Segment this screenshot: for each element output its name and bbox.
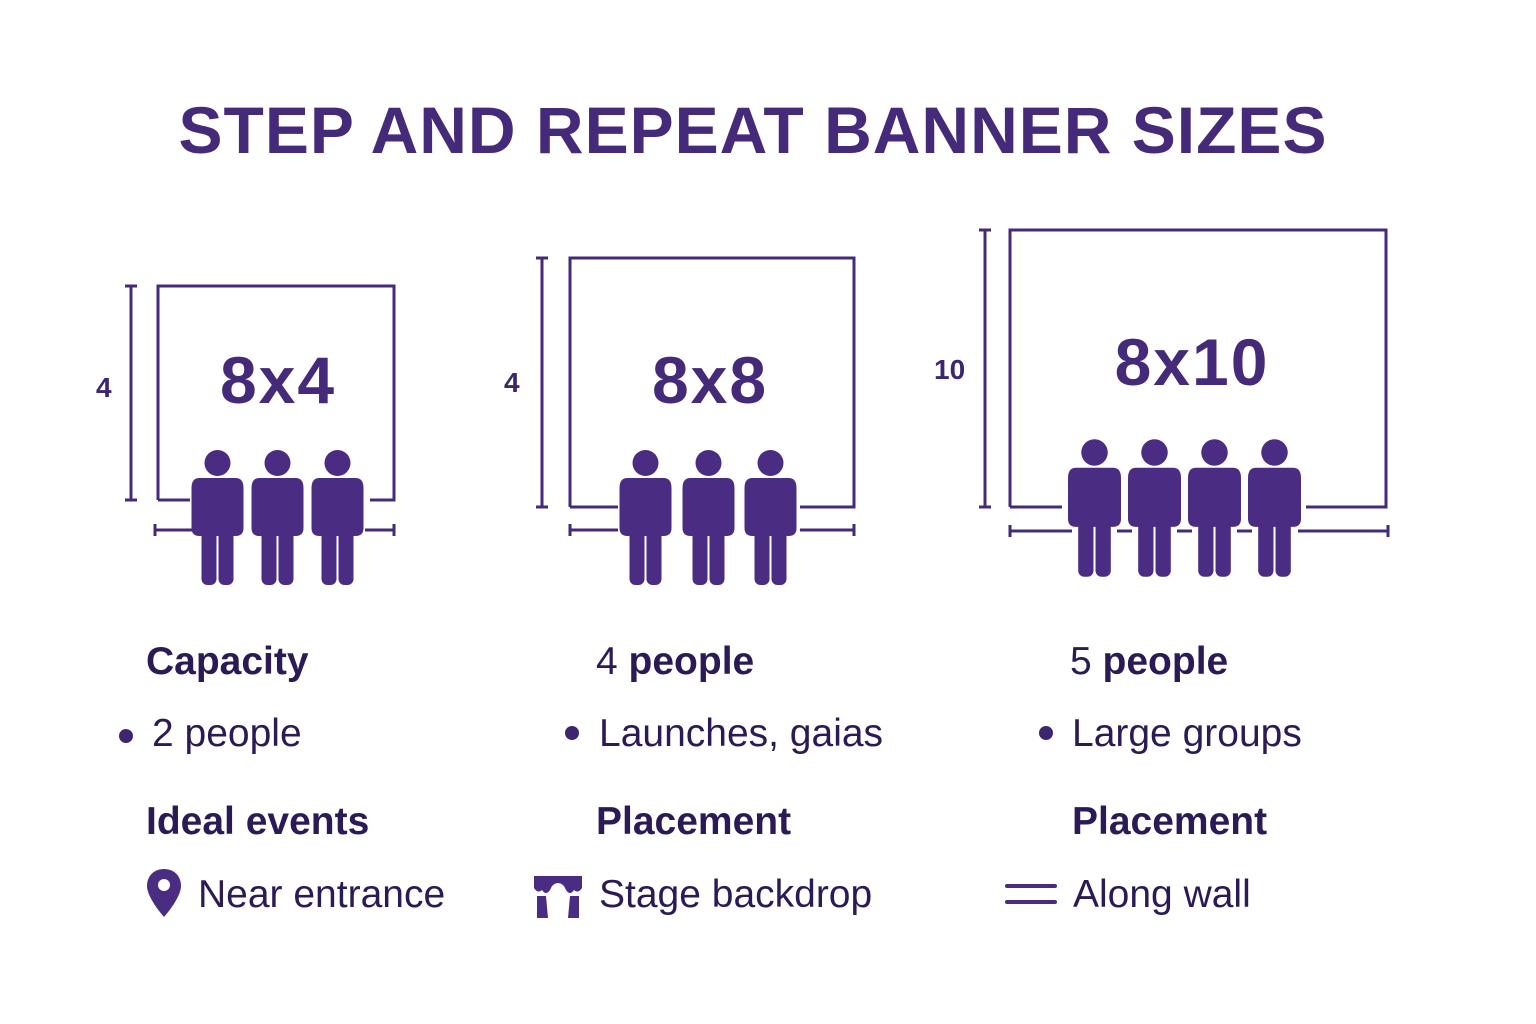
capacity-heading: 4 people: [596, 640, 754, 684]
bullet-text: 2 people: [152, 712, 302, 755]
person-icon: [191, 450, 244, 585]
detail-text: Stage backdrop: [599, 873, 873, 916]
banner-8x8-outline: [536, 256, 856, 536]
detail-text: Along wall: [1073, 873, 1251, 916]
page-title: STEP AND REPEAT BANNER SIZES: [178, 93, 1328, 167]
wall-lines-icon: [1005, 884, 1057, 904]
person-icon: [1128, 439, 1181, 577]
size-label: 8x4: [219, 343, 337, 417]
bullet-dot: [1039, 726, 1053, 740]
detail-text: Near entrance: [198, 873, 446, 916]
person-icon: [1248, 439, 1301, 577]
bullet-dot: [119, 729, 133, 743]
person-icon: [1188, 439, 1241, 577]
subheading: Placement: [1072, 800, 1268, 843]
subheading: Ideal events: [146, 800, 370, 843]
height-label: 4: [504, 367, 520, 398]
capacity-heading: Capacity: [146, 640, 309, 683]
capacity-number: 5: [1070, 640, 1092, 683]
bullet-text: Large groups: [1072, 712, 1302, 755]
person-icon: [311, 450, 364, 585]
person-icon: [744, 450, 797, 585]
size-label: 8x8: [651, 343, 769, 417]
bullet-dot: [565, 726, 579, 740]
height-label: 4: [96, 372, 112, 403]
person-icon: [619, 450, 672, 585]
person-icon: [682, 450, 735, 585]
stage-curtain-icon: [534, 876, 582, 918]
bullet-text: Launches, gaias: [599, 712, 884, 755]
banner-8x4-outline: [125, 284, 396, 536]
banner-8x10-outline: [979, 228, 1390, 537]
height-label: 10: [934, 354, 966, 385]
map-pin-icon: [147, 869, 181, 917]
size-label: 8x10: [1114, 325, 1270, 399]
capacity-heading: 5 people: [1070, 640, 1228, 684]
capacity-number: 4: [596, 640, 618, 683]
capacity-word: people: [1102, 640, 1229, 683]
person-icon: [1068, 439, 1121, 577]
capacity-word: people: [628, 640, 755, 683]
person-icon: [251, 450, 304, 585]
subheading: Placement: [596, 800, 792, 843]
